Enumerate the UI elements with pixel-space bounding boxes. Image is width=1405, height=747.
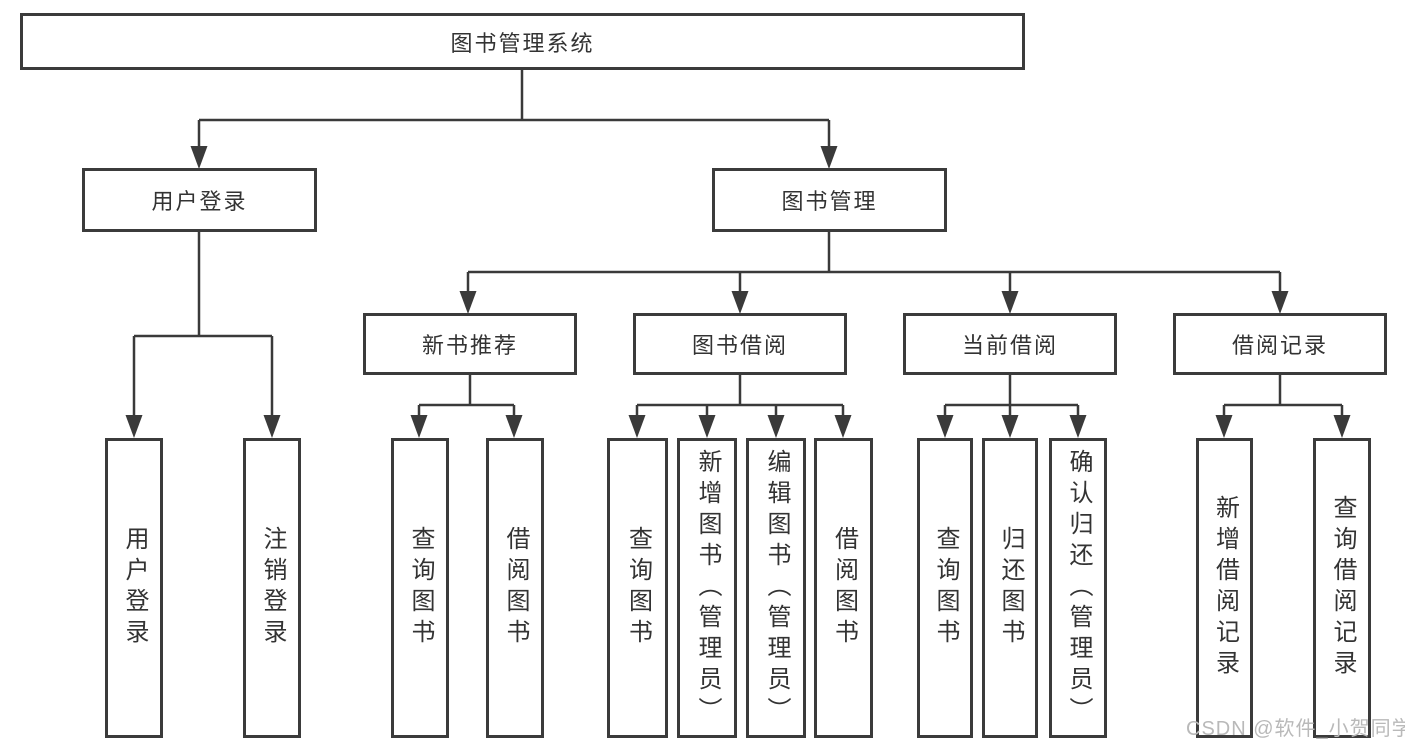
node-label: 归还图书: [997, 526, 1024, 650]
node-label: 借阅图书: [830, 526, 858, 650]
node-query-books-1: 查询图书: [391, 438, 449, 738]
arrowhead: [125, 415, 143, 438]
arrowhead: [1333, 415, 1351, 438]
connector-newbooks-to-children: [417, 374, 516, 416]
node-user-login: 用户登录: [82, 168, 317, 232]
node-return-books: 归还图书: [982, 438, 1038, 738]
node-borrowing-records: 借阅记录: [1173, 313, 1387, 375]
arrowhead: [459, 291, 477, 314]
node-root-library-system: 图书管理系统: [20, 13, 1025, 70]
node-label: 借阅图书: [502, 526, 529, 650]
arrowhead: [1271, 291, 1289, 314]
connector-userlogin-to-children: [132, 232, 274, 416]
arrowhead: [698, 415, 716, 438]
node-edit-books-admin: 编辑图书（管理员）: [746, 438, 806, 738]
node-label: 查询图书: [624, 526, 652, 650]
arrowhead: [1069, 415, 1087, 438]
arrowhead: [1001, 291, 1019, 314]
node-label: 查询图书: [932, 526, 959, 650]
node-current-borrowing: 当前借阅: [903, 313, 1117, 375]
connector-bookmgmt-to-level3: [466, 232, 1282, 292]
connector-records-to-children: [1222, 374, 1344, 416]
arrowhead: [505, 415, 523, 438]
arrowhead: [190, 146, 208, 169]
arrowhead: [731, 291, 749, 314]
node-book-management: 图书管理: [712, 168, 947, 232]
node-add-borrow-record: 新增借阅记录: [1196, 438, 1253, 738]
connector-borrow-to-children: [635, 374, 845, 416]
arrowhead: [834, 415, 852, 438]
node-label: 新增借阅记录: [1211, 495, 1239, 681]
node-user-login-leaf: 用户登录: [105, 438, 163, 738]
arrowhead: [820, 146, 838, 169]
node-label: 查询借阅记录: [1329, 495, 1356, 681]
node-confirm-return-admin: 确认归还（管理员）: [1049, 438, 1107, 738]
node-new-book-recommend: 新书推荐: [363, 313, 577, 375]
node-query-books-2: 查询图书: [607, 438, 668, 738]
node-query-books-3: 查询图书: [917, 438, 973, 738]
node-query-borrow-record: 查询借阅记录: [1313, 438, 1371, 738]
node-label: 编辑图书（管理员）: [763, 448, 790, 728]
arrowhead: [1001, 415, 1019, 438]
node-label: 确认归还（管理员）: [1065, 448, 1092, 728]
node-borrow-books-1: 借阅图书: [486, 438, 544, 738]
node-label: 注销登录: [259, 526, 286, 650]
arrowhead: [410, 415, 428, 438]
node-borrow-books-2: 借阅图书: [814, 438, 873, 738]
connector-root-to-level2: [197, 70, 831, 147]
arrowhead: [1215, 415, 1233, 438]
arrowhead: [767, 415, 785, 438]
arrowhead: [263, 415, 281, 438]
connector-current-to-children: [943, 374, 1080, 416]
node-add-books-admin: 新增图书（管理员）: [677, 438, 737, 738]
csdn-watermark: CSDN @软件_小贺同学: [1186, 718, 1405, 740]
node-logout: 注销登录: [243, 438, 301, 738]
node-label: 用户登录: [121, 526, 148, 650]
node-label: 查询图书: [407, 526, 434, 650]
node-book-borrowing: 图书借阅: [633, 313, 847, 375]
node-label: 新增图书（管理员）: [694, 448, 721, 728]
arrowhead: [936, 415, 954, 438]
arrowhead: [628, 415, 646, 438]
